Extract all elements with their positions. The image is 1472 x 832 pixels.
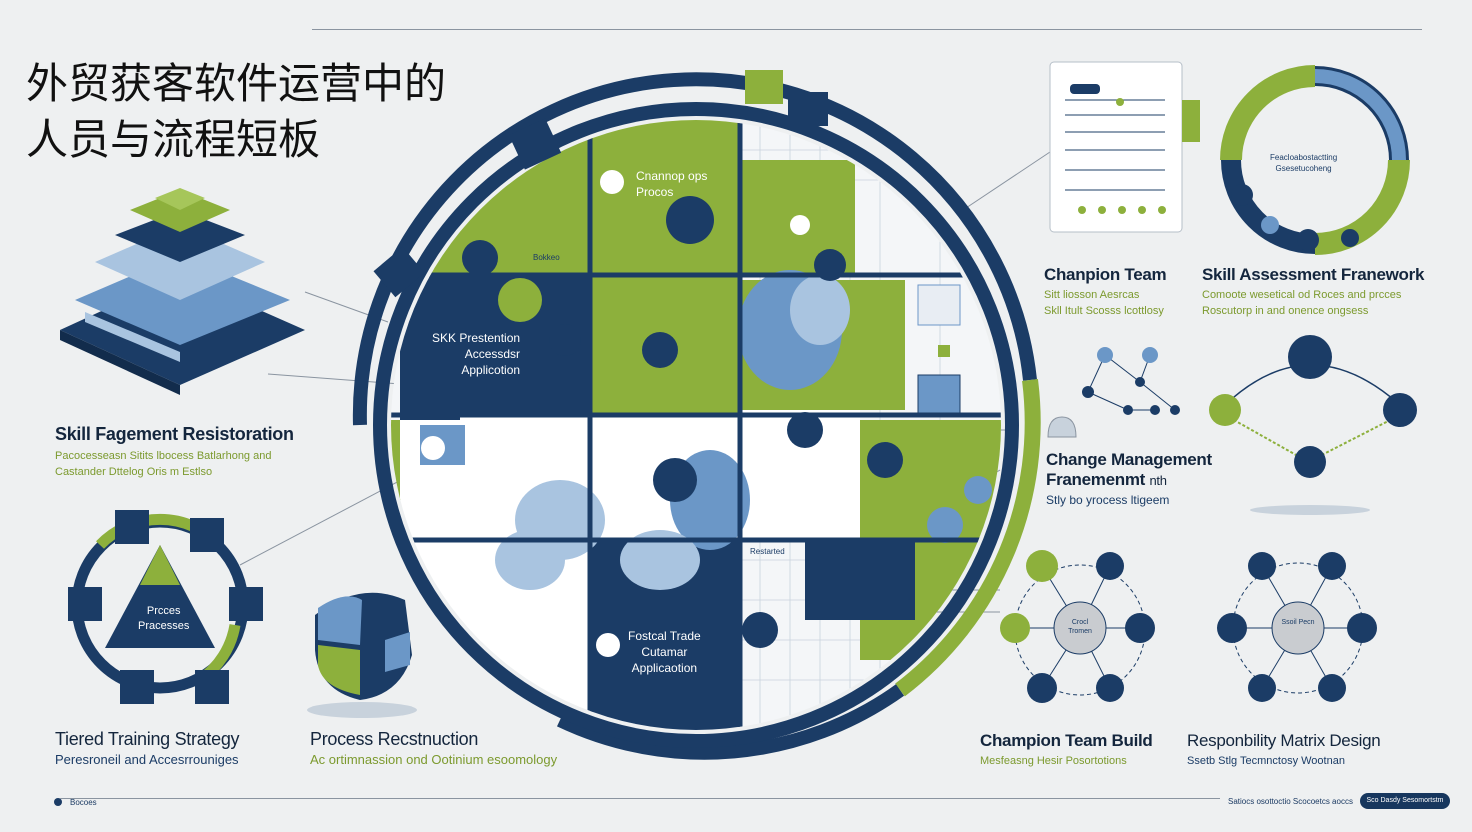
puzzle-bottom-label: Fostcal Trade Cutamar Applicaotion	[628, 628, 701, 676]
layered-pyramid-icon	[60, 188, 305, 395]
skill-ring-text-1: Feacloabostactting	[1270, 153, 1338, 162]
champion-team-sub-1: Sitt liosson Aesrcas	[1044, 289, 1140, 301]
champion-team-label: Chanpion Team	[1044, 265, 1167, 284]
page-title: 外贸获客软件运营中的 人员与流程短板	[26, 56, 446, 168]
outer-arc-navy-bottom	[556, 684, 905, 760]
skill-ring-text: Feacloabostactting Gsesetucoheng	[1270, 152, 1337, 174]
skill-fagement-sub-2: Castander Dttelog Oris m Estlso	[55, 466, 213, 478]
skill-ring-text-2: Gsesetucoheng	[1275, 164, 1332, 173]
puzzle-bottom-label-line2: Cutamar	[641, 645, 688, 659]
triangle-inner-text: Prcces Pracesses	[138, 604, 189, 634]
skill-fagement-label: Skill Fagement Resistoration	[55, 424, 294, 444]
header-rule	[312, 29, 1422, 30]
outer-arc-green	[895, 378, 1041, 697]
responsibility-matrix-label: Responbility Matrix Design	[1187, 731, 1381, 750]
person-icon-top	[600, 170, 624, 194]
process-cube-icon	[307, 592, 417, 718]
footer-rule	[60, 798, 1220, 799]
puzzle-piece-green-top	[590, 120, 740, 275]
puzzle-left-label-line2: Accessdsr	[464, 347, 521, 361]
process-reconstruction-sub: Ac ortimnassion ond Ootinium esoomology	[310, 752, 558, 767]
footer-right-text: Satiocs osottoctio Scocoetcs aoccs	[1228, 797, 1353, 806]
triangle-inner-text-2: Pracesses	[138, 620, 190, 632]
change-management-label-2-suffix: nth	[1149, 473, 1167, 488]
responsibility-center-text: Ssoil Pecn	[1281, 619, 1315, 626]
responsibility-network	[1217, 552, 1377, 702]
puzzle-left-label: SKK Prestention Accessdsr Applicotion	[432, 330, 520, 378]
person-icon-bottom	[596, 633, 620, 657]
skill-framework-label: Skill Assessment Franework	[1202, 265, 1425, 284]
title-line-1: 外贸获客软件运营中的	[26, 59, 447, 108]
footer-bullet	[54, 798, 62, 806]
puzzle-left-label-line3: Applicotion	[461, 363, 521, 377]
change-management-sub: Stly bo yrocess ltigeem	[1046, 493, 1170, 507]
puzzle-tag-1: Bokkeo	[533, 253, 560, 262]
puzzle-bottom-label-line3: Applicaotion	[631, 661, 698, 675]
champion-team-sub-2: Skll Itult Scosss lcottlosy	[1044, 305, 1164, 317]
skill-framework-sub-1: Comoote wesetical od Roces and prcces	[1202, 289, 1402, 301]
skill-assessment-ring	[1220, 65, 1410, 255]
puzzle-bottom-label-line1: Fostcal Trade	[628, 629, 701, 643]
tiered-training-label: Tiered Training Strategy	[55, 729, 240, 749]
flowchart-document	[1049, 61, 1200, 233]
triad-diagram	[1209, 335, 1417, 515]
footer-left-text: Bocoes	[70, 798, 97, 807]
change-management-label-2: Franemenmt nth	[1046, 470, 1167, 490]
skill-fagement-sub-1: Pacocesseasn Sitits lbocess Batlarhong a…	[55, 450, 272, 462]
outer-ring	[373, 102, 1019, 748]
tiered-training-diagram	[68, 510, 263, 704]
tiered-training-sub: Peresroneil and Accesrrouniges	[55, 752, 239, 767]
champion-build-label: Champion Team Build	[980, 731, 1153, 750]
footer-pill-button[interactable]: Sco Dasdy Sesomortstm	[1360, 793, 1450, 809]
person-icon-left	[421, 436, 445, 460]
skill-framework-sub-2: Roscutorp in and onence ongsess	[1202, 305, 1369, 317]
puzzle-tag-2: Restarted	[750, 547, 785, 556]
puzzle-left-label-line1: SKK Prestention	[432, 331, 521, 345]
champion-build-network	[1000, 550, 1155, 703]
title-line-2: 人员与流程短板	[26, 115, 321, 164]
process-reconstruction-label: Process Recstnuction	[310, 729, 479, 749]
responsibility-matrix-sub: Ssetb Stlg Tecmnctosy Wootnan	[1187, 755, 1345, 767]
change-network-diagram	[1087, 354, 1176, 411]
puzzle-top-label-line1: Cnannop ops	[636, 169, 708, 183]
puzzle-top-label-line2: Procos	[636, 185, 674, 199]
puzzle-top-label: Cnannop ops Procos	[636, 168, 707, 200]
triangle-inner-text-1: Prcces	[146, 605, 181, 617]
change-management-label: Change Management	[1046, 450, 1212, 469]
champion-build-sub: Mesfeasng Hesir Posortotions	[980, 755, 1127, 767]
champion-build-center-text: Crocl Tromen	[1068, 619, 1092, 635]
change-management-label-2-main: Franemenmt	[1046, 470, 1146, 489]
